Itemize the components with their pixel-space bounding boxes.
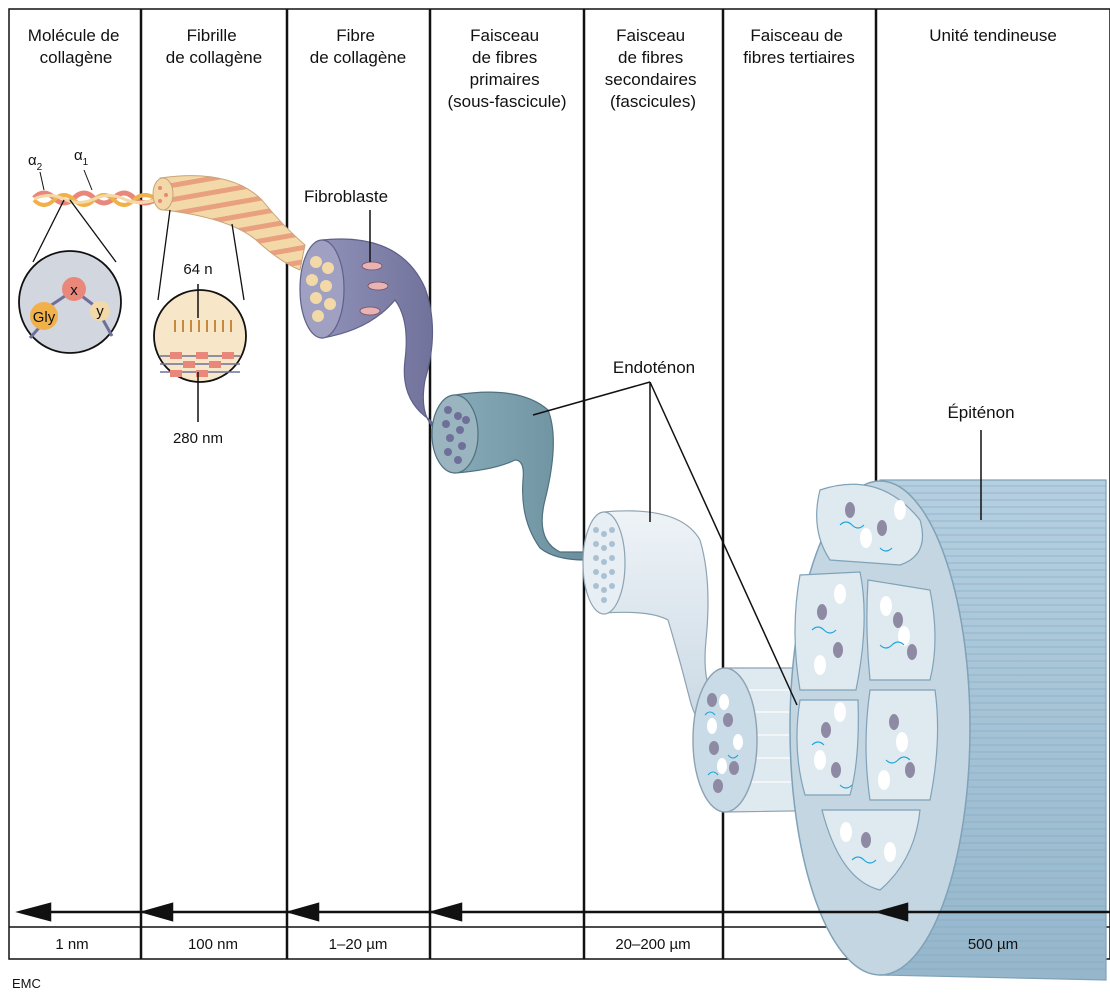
- emc-logo: EMC: [12, 976, 41, 991]
- scale-label-20-200um: 20–200 µm: [615, 936, 690, 953]
- epitenon-label: Épiténon: [947, 403, 1014, 422]
- header-collagen-molecule: Molécule de collagène: [28, 26, 124, 67]
- endotenon-label: Endoténon: [613, 358, 695, 377]
- alpha1-pointer: [84, 170, 92, 190]
- molecule-zoom-circle: [19, 251, 121, 353]
- scale-label-1nm: 1 nm: [55, 936, 88, 953]
- scale-label-500um: 500 µm: [968, 936, 1018, 953]
- header-primary-bundle: Faisceau de fibres primaires (sous-fasci…: [447, 26, 566, 111]
- header-collagen-fibril: Fibrille de collagène: [166, 26, 262, 67]
- fibril-zoom-circle: [154, 290, 246, 382]
- y-residue-label: y: [96, 303, 104, 320]
- label-64n: 64 n: [183, 261, 212, 278]
- collagen-triple-helix: [34, 193, 158, 205]
- fibril-zoom-line-left: [158, 210, 170, 300]
- collagen-fibril: [153, 176, 305, 270]
- gly-residue-label: Gly: [33, 309, 56, 326]
- x-residue-label: x: [70, 282, 78, 299]
- alpha2-label: α2: [28, 152, 43, 173]
- fibril-zoom-line-right: [232, 224, 244, 300]
- column-headers: Molécule de collagène Fibrille de collag…: [28, 26, 1057, 111]
- collagen-fibre: [300, 239, 440, 432]
- header-tertiary-bundle: Faisceau de fibres tertiaires: [743, 26, 854, 67]
- primary-fibre-bundle: [432, 392, 585, 560]
- label-280nm: 280 nm: [173, 430, 223, 447]
- header-tendon-unit: Unité tendineuse: [929, 26, 1057, 45]
- scale-label-1-20um: 1–20 µm: [329, 936, 388, 953]
- tendon-unit: [790, 480, 1106, 980]
- fibroblaste-label: Fibroblaste: [304, 187, 388, 206]
- column-dividers: [141, 9, 876, 959]
- header-collagen-fibre: Fibre de collagène: [310, 26, 406, 67]
- alpha2-pointer: [40, 172, 44, 190]
- alpha1-label: α1: [74, 147, 89, 168]
- scale-label-100nm: 100 nm: [188, 936, 238, 953]
- header-secondary-bundle: Faisceau de fibres secondaires (fascicul…: [605, 26, 701, 111]
